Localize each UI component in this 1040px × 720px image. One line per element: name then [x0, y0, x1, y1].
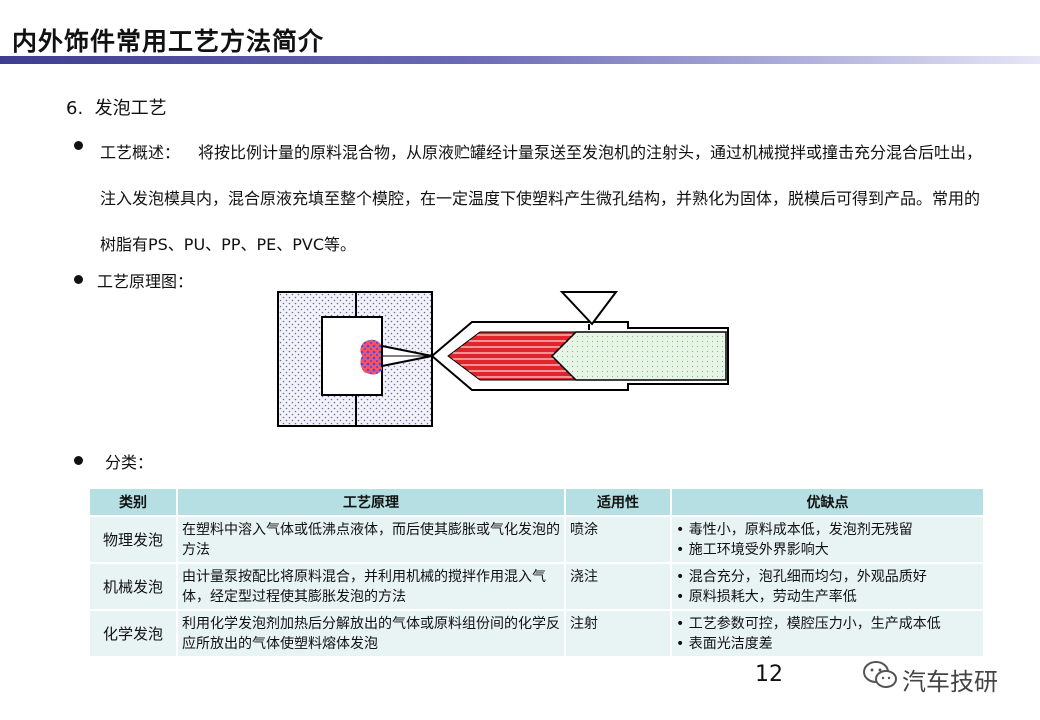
table-row: 机械发泡 由计量泵按配比将原料混合，并利用机械的搅拌作用混入气体，经定型过程使其…	[90, 562, 985, 610]
feed-hopper	[559, 291, 618, 326]
pros-cons-item: • 原料损耗大，劳动生产率低	[676, 589, 857, 605]
cell-category: 机械发泡	[90, 562, 178, 610]
col-header-category: 类别	[90, 489, 178, 516]
pros-cons-item: • 施工环境受外界影响大	[676, 542, 829, 558]
section-title: 发泡工艺	[94, 98, 167, 119]
classification-label: 分类：	[105, 453, 154, 472]
wechat-icon	[863, 661, 897, 688]
cell-category: 化学发泡	[90, 609, 178, 656]
foaming-principle-diagram	[277, 291, 729, 427]
diagram-label: 工艺原理图：	[97, 272, 194, 291]
pros-cons-item: • 混合充分，泡孔细而均匀，外观品质好	[676, 569, 927, 585]
cell-pros-cons: • 工艺参数可控，模腔压力小，生产成本低 • 表面光洁度差	[671, 609, 985, 656]
header-bar	[0, 56, 1040, 64]
watermark-text: 汽车技研	[902, 668, 998, 696]
overview-text: 将按比例计量的原料混合物，从原液贮罐经计量泵送至发泡机的注射头，通过机械搅拌或撞…	[100, 143, 983, 254]
pros-cons-item: • 工艺参数可控，模腔压力小，生产成本低	[676, 616, 941, 632]
cell-principle: 利用化学发泡剂加热后分解放出的气体或原料组份间的化学反应所放出的气体使塑料熔体发…	[177, 609, 566, 656]
cell-use: 注射	[565, 609, 672, 656]
cell-category: 物理发泡	[90, 515, 178, 563]
section-number: 6.	[66, 98, 84, 119]
foam-in-cavity	[360, 339, 382, 375]
page-title: 内外饰件常用工艺方法简介	[12, 27, 325, 56]
classification-table: 类别 工艺原理 适用性 优缺点 物理发泡 在塑料中溶入气体或低沸点液体，而后使其…	[90, 489, 985, 656]
overview-paragraph: 工艺概述：将按比例计量的原料混合物，从原液贮罐经计量泵送至发泡机的注射头，通过机…	[100, 130, 990, 268]
cell-principle: 由计量泵按配比将原料混合，并利用机械的搅拌作用混入气体，经定型过程使其膨胀发泡的…	[177, 562, 566, 610]
col-header-use: 适用性	[565, 489, 672, 516]
col-header-pros-cons: 优缺点	[671, 489, 985, 516]
cell-principle: 在塑料中溶入气体或低沸点液体，而后使其膨胀或气化发泡的方法	[177, 515, 566, 563]
overview-label: 工艺概述：	[100, 143, 181, 162]
pros-cons-item: • 毒性小，原料成本低，发泡剂无残留	[676, 522, 913, 538]
bullet-overview	[74, 141, 83, 150]
bullet-diagram	[74, 275, 83, 284]
pros-cons-item: • 表面光洁度差	[676, 636, 773, 652]
section-heading: 6. 发泡工艺	[66, 94, 167, 120]
bullet-classification	[74, 456, 83, 465]
page-number: 12	[755, 662, 783, 687]
table-row: 物理发泡 在塑料中溶入气体或低沸点液体，而后使其膨胀或气化发泡的方法 喷涂 • …	[90, 515, 985, 563]
screw-plunger	[550, 331, 727, 381]
col-header-principle: 工艺原理	[177, 489, 566, 516]
cell-use: 浇注	[565, 562, 672, 610]
table-row: 化学发泡 利用化学发泡剂加热后分解放出的气体或原料组份间的化学反应所放出的气体使…	[90, 609, 985, 656]
cell-use: 喷涂	[565, 515, 672, 563]
cell-pros-cons: • 混合充分，泡孔细而均匀，外观品质好 • 原料损耗大，劳动生产率低	[671, 562, 985, 610]
cell-pros-cons: • 毒性小，原料成本低，发泡剂无残留 • 施工环境受外界影响大	[671, 515, 985, 563]
table-header-row: 类别 工艺原理 适用性 优缺点	[90, 489, 985, 516]
